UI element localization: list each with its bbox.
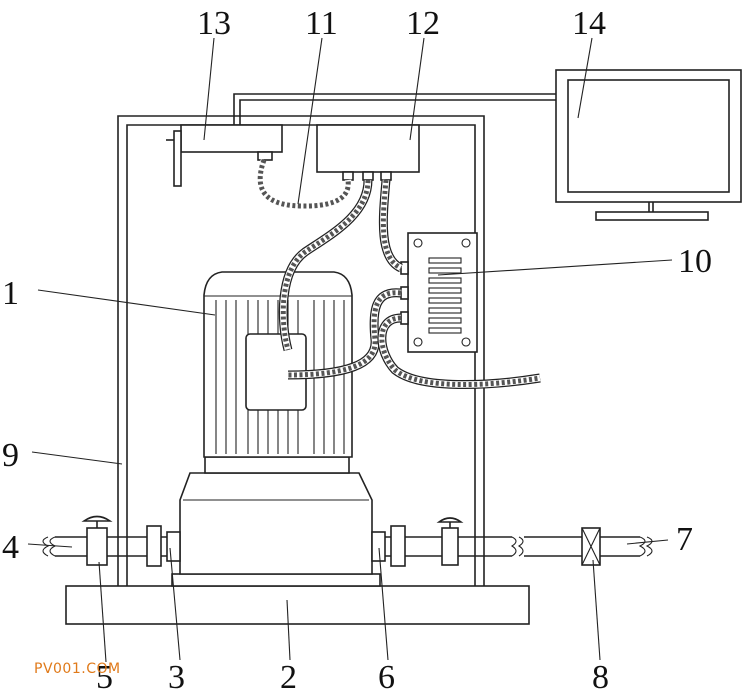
left-valve xyxy=(81,515,113,566)
watermark: PV001.COM xyxy=(34,661,121,677)
frame xyxy=(117,115,485,586)
control-panel xyxy=(400,232,478,353)
callout-11: 11 xyxy=(305,5,338,42)
callout-10: 10 xyxy=(678,243,712,280)
right-flange xyxy=(371,525,406,567)
left-flange xyxy=(146,525,181,567)
base-plate xyxy=(65,585,530,625)
callout-14: 14 xyxy=(572,5,606,42)
callout-12: 12 xyxy=(406,5,440,42)
callout-4: 4 xyxy=(2,529,19,566)
outlet-valve xyxy=(581,527,601,566)
callout-9: 9 xyxy=(2,437,19,474)
pump-mount xyxy=(171,573,381,587)
callout-2: 2 xyxy=(280,659,297,694)
callout-6: 6 xyxy=(378,659,395,694)
controller xyxy=(316,124,420,181)
motor-neck xyxy=(204,456,350,474)
motor xyxy=(203,271,353,458)
callout-3: 3 xyxy=(168,659,185,694)
callout-5: 5 xyxy=(96,659,113,694)
monitor xyxy=(555,69,742,221)
callout-8: 8 xyxy=(592,659,609,694)
sensor xyxy=(166,124,283,187)
right-valve xyxy=(436,517,464,566)
callout-13: 13 xyxy=(197,5,231,42)
callouts: 1 2 3 4 5 6 7 8 9 10 11 12 13 14 xyxy=(2,5,712,694)
callout-1: 1 xyxy=(2,275,19,312)
pump-housing xyxy=(179,472,373,575)
signal-line xyxy=(233,93,560,125)
leader-lines xyxy=(27,37,673,663)
callout-7: 7 xyxy=(676,521,693,558)
cables xyxy=(256,158,541,390)
